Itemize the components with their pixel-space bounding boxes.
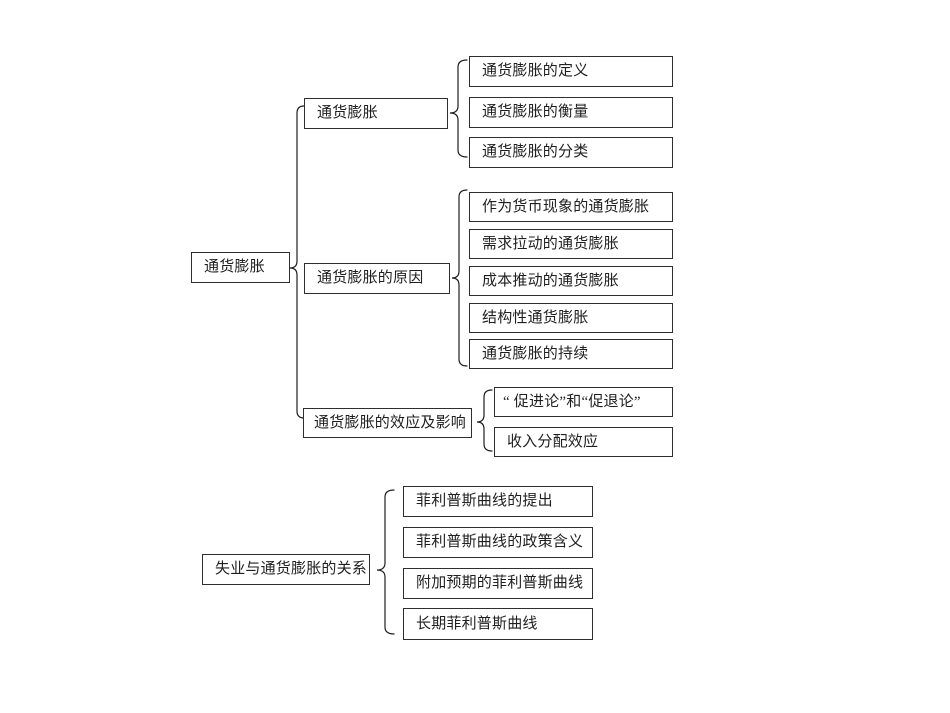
node-tree1-b2-child-1: 收入分配效应 [494,427,673,457]
node-tree2-child-3: 长期菲利普斯曲线 [403,608,593,640]
brace-tree1-branch-definition [449,59,468,158]
node-tree1-b1-child-4: 通货膨胀的持续 [469,339,673,369]
node-tree1-b1-child-3: 结构性通货膨胀 [469,303,673,333]
brace-tree1-branch-effects [476,389,493,452]
node-tree2-child-0: 菲利普斯曲线的提出 [403,486,593,517]
node-tree1-b0-child-1: 通货膨胀的衡量 [469,97,673,128]
brace-tree1-branch-causes [451,189,468,367]
node-tree1-b0-child-0: 通货膨胀的定义 [469,56,673,87]
brace-tree2-root [376,489,395,635]
node-tree2-root: 失业与通货膨胀的关系 [202,554,370,585]
node-tree1-branch-1: 通货膨胀的原因 [304,263,450,294]
node-tree1-root: 通货膨胀 [191,252,290,283]
node-tree2-child-1: 菲利普斯曲线的政策含义 [403,527,593,558]
brace-tree1-root [289,105,305,419]
node-tree1-branch-0: 通货膨胀 [304,98,448,129]
node-tree1-b0-child-2: 通货膨胀的分类 [469,137,673,168]
node-tree2-child-2: 附加预期的菲利普斯曲线 [403,568,593,599]
node-tree1-b1-child-2: 成本推动的通货膨胀 [469,266,673,296]
node-tree1-b1-child-0: 作为货币现象的通货膨胀 [469,192,673,222]
node-tree1-b1-child-1: 需求拉动的通货膨胀 [469,229,673,259]
node-tree1-b2-child-0: “ 促进论”和“促退论” [494,387,673,417]
node-tree1-branch-2: 通货膨胀的效应及影响 [303,408,472,438]
